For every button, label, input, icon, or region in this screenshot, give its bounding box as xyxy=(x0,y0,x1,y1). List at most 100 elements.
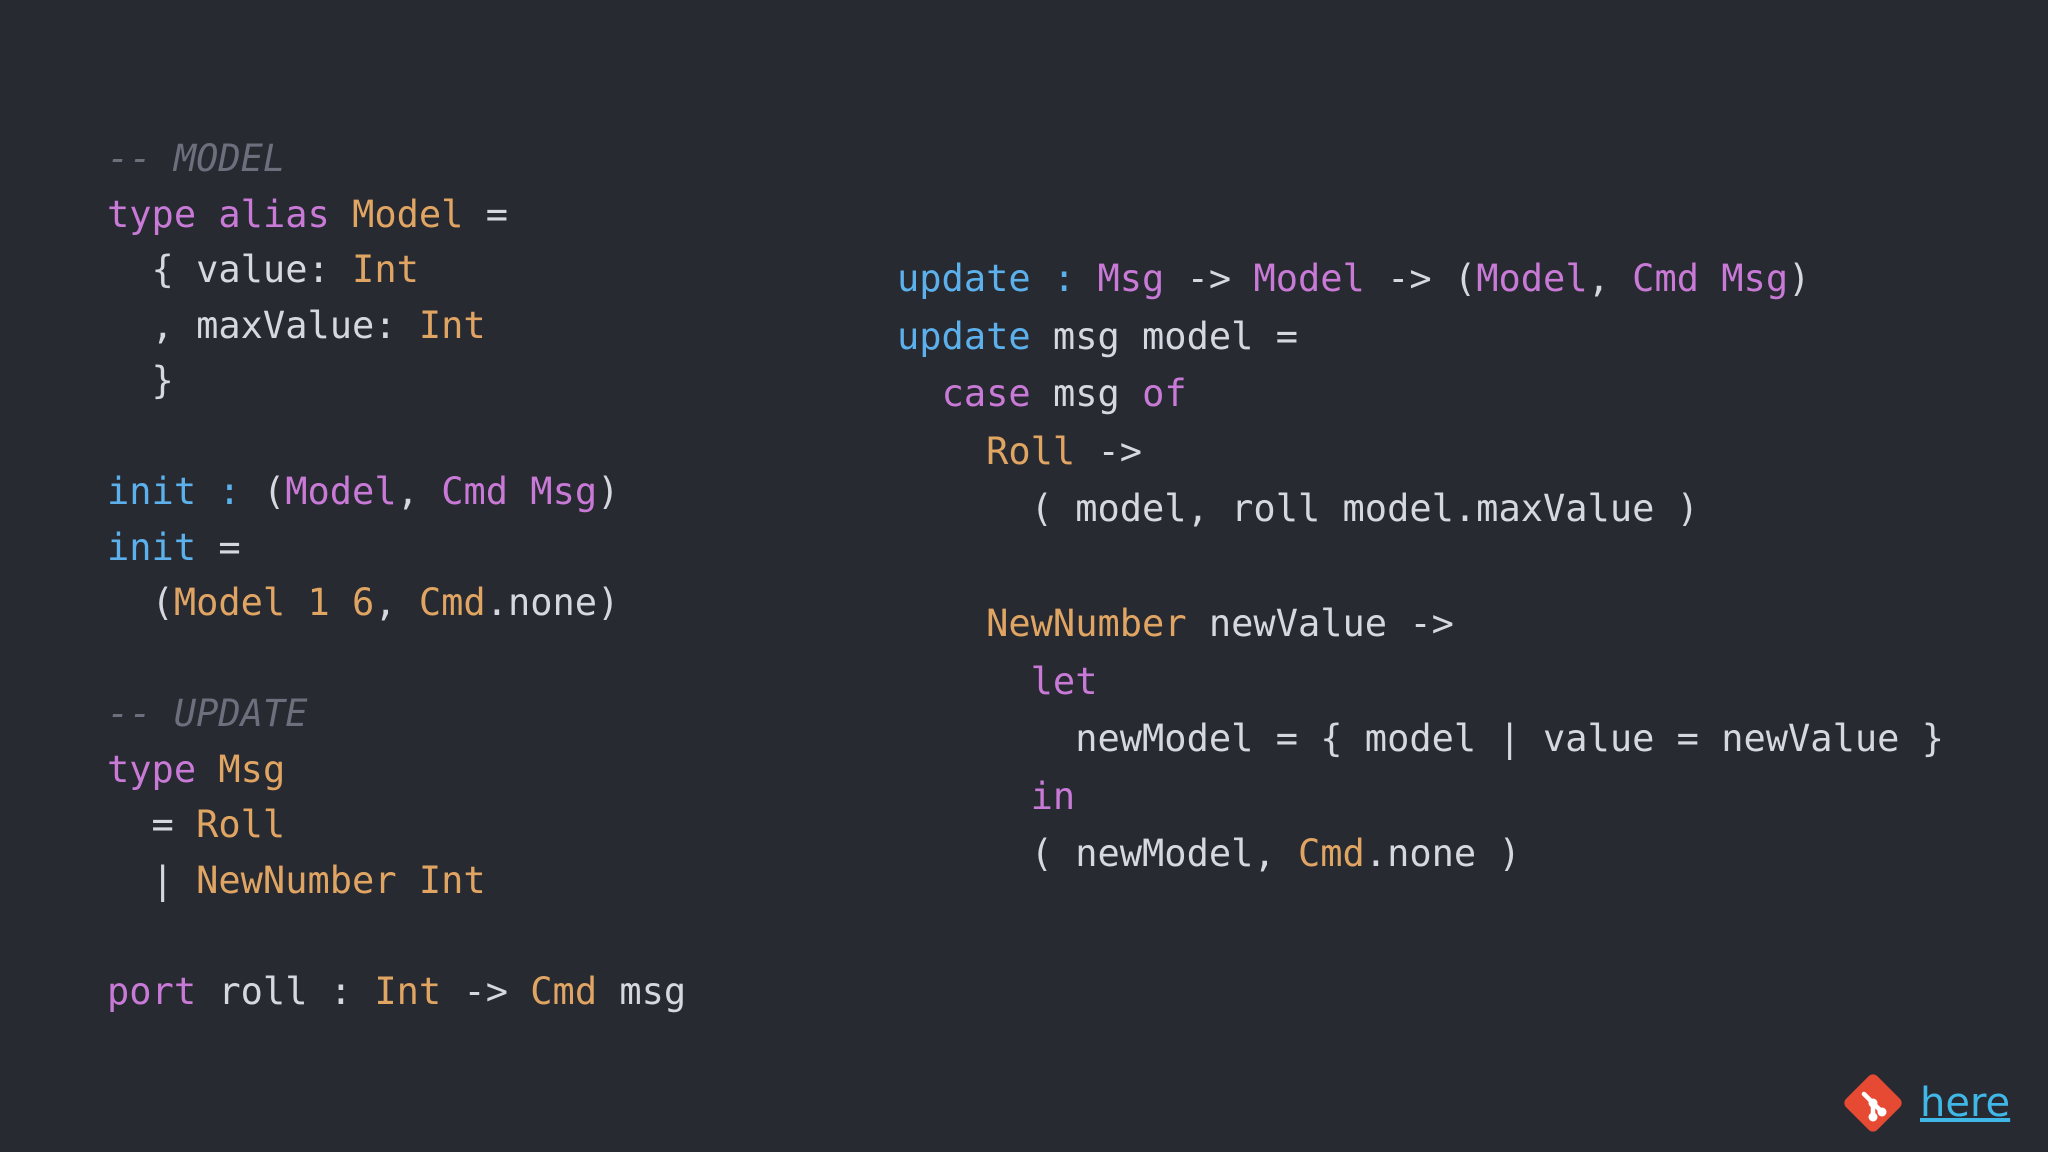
code-line: NewNumber newValue -> xyxy=(897,595,1944,653)
code-token xyxy=(1031,257,1053,300)
code-token: type xyxy=(107,747,197,791)
code-token: = xyxy=(196,525,241,569)
code-token: newValue -> xyxy=(1186,602,1454,645)
code-token: Msg xyxy=(1097,257,1165,300)
code-token xyxy=(897,430,986,473)
code-token: ( xyxy=(240,470,286,513)
code-token: , xyxy=(396,470,442,513)
code-token: NewNumber xyxy=(196,858,397,902)
git-icon xyxy=(1844,1074,1902,1132)
code-token xyxy=(897,660,1031,703)
code-line: newModel = { model | value = newValue } xyxy=(897,710,1944,768)
code-token xyxy=(897,602,986,645)
code-token xyxy=(1075,257,1097,300)
code-token: msg model = xyxy=(1030,314,1298,358)
code-line: case msg of xyxy=(897,365,1944,423)
code-token: Model 1 6 xyxy=(173,581,375,624)
code-line: update msg model = xyxy=(897,308,1944,366)
code-line: Roll -> xyxy=(897,423,1944,481)
code-token: Cmd Msg xyxy=(441,470,598,513)
code-line: init = xyxy=(107,520,686,576)
code-line: } xyxy=(107,353,686,409)
code-line: port roll : Int -> Cmd msg xyxy=(107,964,686,1020)
code-token: update xyxy=(897,314,1031,358)
code-token xyxy=(330,193,352,236)
code-token: } xyxy=(107,359,174,402)
code-token: init xyxy=(107,470,197,513)
code-token: Cmd xyxy=(1297,832,1365,875)
code-token: let xyxy=(1030,659,1098,703)
code-token: -> ( xyxy=(1364,257,1477,300)
code-token xyxy=(397,859,419,902)
code-token: Cmd Msg xyxy=(1632,257,1789,300)
here-link[interactable]: here xyxy=(1920,1080,2011,1126)
code-token: , xyxy=(1587,257,1633,300)
source-link[interactable]: here xyxy=(1840,1068,2010,1138)
code-token: NewNumber xyxy=(986,602,1187,645)
code-token: -> xyxy=(1164,257,1254,300)
code-token: update xyxy=(897,257,1031,300)
code-token: Int xyxy=(352,248,419,291)
code-token xyxy=(196,193,218,236)
code-line xyxy=(107,409,686,465)
code-token: Model xyxy=(1476,257,1588,300)
code-token: : xyxy=(1052,257,1076,300)
code-line xyxy=(107,631,686,687)
code-token: Model xyxy=(352,192,464,236)
code-line: ( newModel, Cmd.none ) xyxy=(897,825,1944,883)
code-line: update : Msg -> Model -> (Model, Cmd Msg… xyxy=(897,250,1944,308)
code-token: Cmd xyxy=(530,969,598,1013)
code-line: ( model, roll model.maxValue ) xyxy=(897,480,1944,538)
code-line: in xyxy=(897,768,1944,826)
code-token: = xyxy=(107,803,197,846)
code-token: = xyxy=(463,192,509,236)
code-token: Roll xyxy=(986,429,1076,473)
code-token: Int xyxy=(374,969,442,1013)
code-token: -> xyxy=(1075,429,1143,473)
code-line: type alias Model = xyxy=(107,187,686,243)
code-token: Model xyxy=(1253,257,1365,300)
code-token: in xyxy=(1030,774,1076,818)
code-token: ) xyxy=(597,470,620,513)
code-token: roll : xyxy=(196,969,375,1013)
code-token: : xyxy=(218,470,241,513)
code-token xyxy=(196,748,218,791)
code-line: (Model 1 6, Cmd.none) xyxy=(107,575,686,631)
code-line: init : (Model, Cmd Msg) xyxy=(107,464,686,520)
code-line xyxy=(897,538,1944,596)
code-token: ( model, roll model.maxValue ) xyxy=(897,487,1699,530)
code-token: { value: xyxy=(107,248,353,291)
code-token: case xyxy=(941,372,1031,415)
code-line xyxy=(107,908,686,964)
code-token: Cmd xyxy=(418,581,486,624)
code-line: type Msg xyxy=(107,742,686,798)
code-token xyxy=(897,775,1031,818)
code-token: -- UPDATE xyxy=(107,692,308,735)
code-line: let xyxy=(897,653,1944,711)
code-token: , xyxy=(374,581,419,624)
code-line: -- UPDATE xyxy=(107,686,686,742)
code-line: -- MODEL xyxy=(107,131,686,187)
code-token xyxy=(897,372,942,415)
code-token: ) xyxy=(1788,257,1811,300)
code-token: .none) xyxy=(485,581,620,624)
code-token: -- MODEL xyxy=(107,137,286,180)
code-token: port xyxy=(107,969,197,1013)
code-token: of xyxy=(1142,372,1187,415)
code-token: -> xyxy=(441,969,531,1013)
code-token: , maxValue: xyxy=(107,303,419,347)
code-token: Int xyxy=(418,858,486,902)
code-token: newModel = { model | value = newValue } xyxy=(897,717,1944,760)
code-token: type xyxy=(107,192,197,236)
code-line: = Roll xyxy=(107,797,686,853)
code-token: msg xyxy=(1030,372,1143,415)
code-line: , maxValue: Int xyxy=(107,298,686,354)
code-token: Roll xyxy=(196,803,286,846)
code-token xyxy=(196,470,218,513)
code-token: Msg xyxy=(218,747,286,791)
code-token: .none ) xyxy=(1364,832,1521,875)
code-token: Int xyxy=(418,303,486,347)
code-token: ( newModel, xyxy=(897,832,1298,875)
code-token: msg xyxy=(597,969,687,1013)
